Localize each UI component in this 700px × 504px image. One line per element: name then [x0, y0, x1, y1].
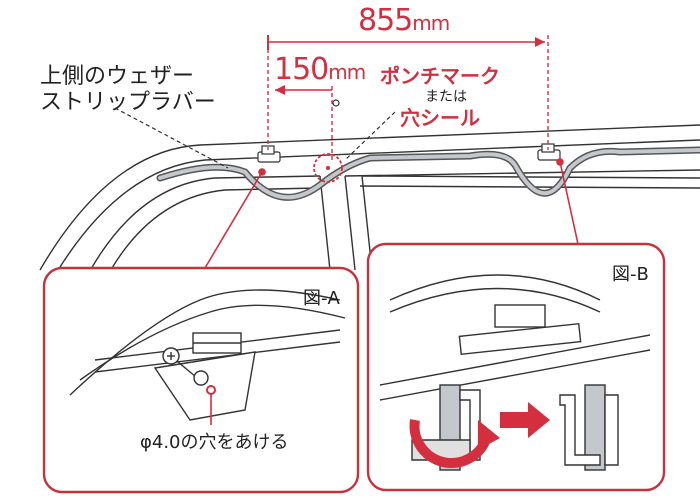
punch-mark-label: ポンチマーク	[380, 64, 500, 88]
panel-b	[366, 242, 666, 492]
figure-b-label: 図-B	[612, 264, 649, 285]
panel-connector-lines	[204, 158, 579, 269]
panel-a	[42, 266, 360, 494]
screw	[162, 347, 197, 378]
dim-855-unit: mm	[412, 11, 450, 35]
bent-clip-after	[559, 384, 619, 471]
rubber-label-line2: ストリップラバー	[40, 90, 216, 115]
clip-left	[257, 145, 281, 163]
transform-arrow	[500, 402, 550, 438]
dim-150-unit: mm	[328, 60, 366, 84]
leader-lines	[114, 107, 396, 169]
dimension-lines	[267, 35, 549, 160]
punch-mark-circle	[313, 153, 343, 183]
weather-strip-rubber	[156, 146, 700, 201]
punch-mark-dot	[326, 166, 330, 170]
punch-mark-indicator	[332, 99, 340, 107]
hole-seal-label: 穴シール	[400, 106, 480, 130]
or-label: または	[425, 89, 467, 105]
dim-150: 150mm	[274, 52, 366, 87]
figure-a-label: 図-A	[303, 288, 340, 309]
dim-855-value: 855	[358, 3, 413, 38]
rubber-label-line1: 上側のウェザー	[40, 64, 195, 89]
dim-855: 855mm	[358, 3, 450, 38]
washer	[193, 370, 209, 386]
drill-note: φ4.0の穴をあける	[140, 432, 289, 453]
dim-150-value: 150	[274, 52, 329, 87]
